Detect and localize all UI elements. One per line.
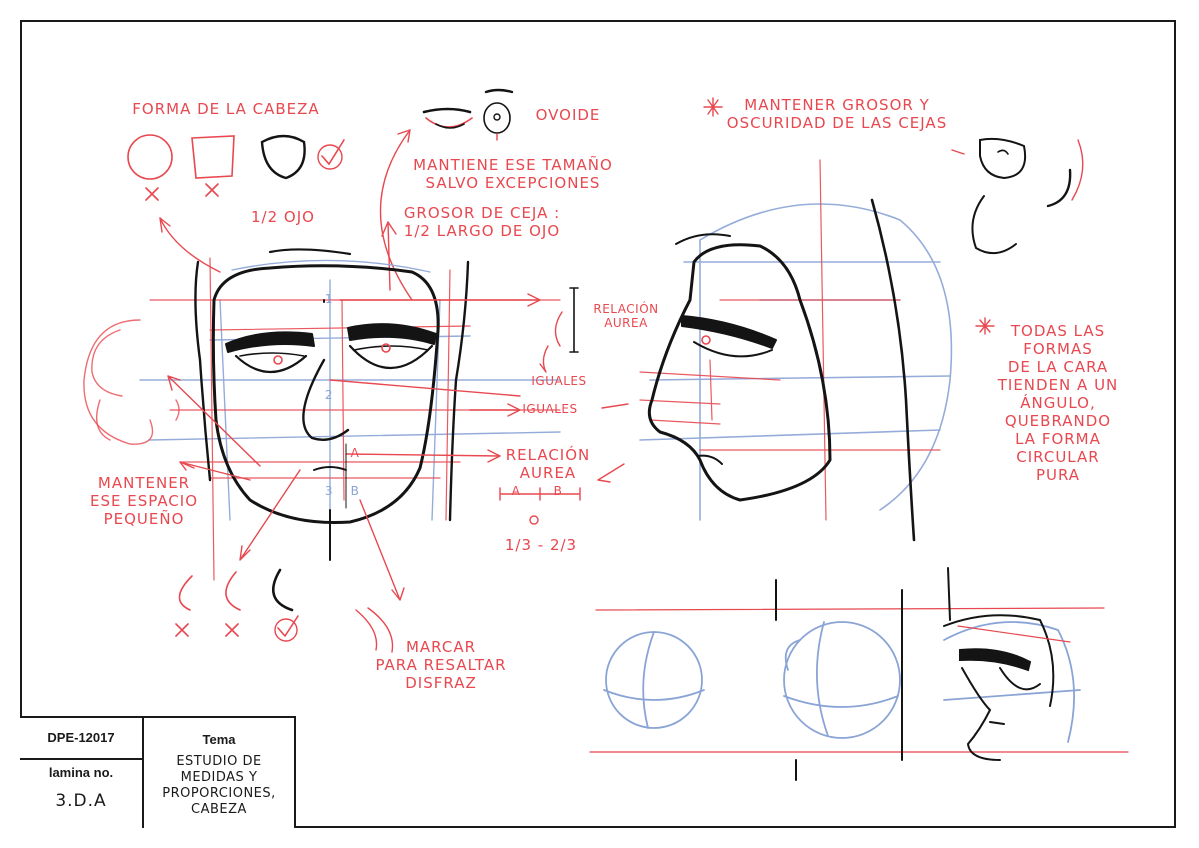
- profile-outline: [647, 243, 832, 502]
- head-shape-options: [127, 134, 345, 273]
- circle-shape: [127, 134, 173, 180]
- equal-label-2: IGUALES: [522, 402, 578, 416]
- keep-brows-label: MANTENER GROSOR Y OSCURIDAD DE LAS CEJAS: [726, 96, 948, 132]
- third-ratio-label: 1/3 - 2/3: [504, 536, 578, 554]
- sheet-code: DPE-12017: [20, 718, 144, 760]
- theme-text: ESTUDIO DE MEDIDAS Y PROPORCIONES, CABEZ…: [162, 754, 276, 817]
- measure-letter-b: B: [350, 484, 360, 498]
- ratio-b-label: B: [553, 484, 563, 498]
- ratio-a-label: A: [511, 484, 521, 498]
- asterisk-icon: [703, 97, 995, 335]
- profile-brow: [681, 315, 777, 349]
- front-head-outline: [211, 264, 440, 524]
- golden-ratio-mid-label: RELACIÓN AUREA: [505, 446, 591, 482]
- brow-thickness-label: GROSOR DE CEJA : 1/2 LARGO DE OJO: [403, 204, 561, 240]
- theme-label: Tema: [202, 732, 236, 747]
- title-block: DPE-12017 lamina no. 3.D.A Tema ESTUDIO …: [20, 716, 296, 828]
- chin-studies: [175, 568, 299, 642]
- eye-ovoid-study: [379, 88, 514, 301]
- chosen-shape: [260, 134, 306, 180]
- sheet-number: 3.D.A: [20, 786, 144, 828]
- equal-label-1: IGUALES: [531, 374, 587, 388]
- keep-space-label: MANTENER ESE ESPACIO PEQUEÑO: [89, 474, 199, 528]
- left-brow: [225, 331, 315, 353]
- measure-number-3: 3: [324, 484, 334, 498]
- measure-letter-a: A: [350, 446, 360, 460]
- sheet-number-label: lamina no.: [20, 760, 144, 786]
- square-shape: [191, 135, 235, 179]
- brow-detail-sketch: [703, 97, 1084, 335]
- profile-head: [597, 159, 953, 542]
- measure-number-1: 1: [324, 292, 334, 306]
- keep-size-label: MANTIENE ESE TAMAÑO SALVO EXCEPCIONES: [413, 156, 613, 192]
- right-brow: [347, 323, 437, 345]
- half-eye-label: 1/2 OJO: [251, 208, 315, 226]
- head-shape-label: FORMA DE LA CABEZA: [132, 100, 320, 118]
- sheet-border: [20, 20, 1176, 828]
- mark-highlight-label: MARCAR PARA RESALTAR DISFRAZ: [375, 638, 507, 692]
- sphere-studies: [589, 567, 1129, 781]
- measure-number-2: 2: [324, 388, 334, 402]
- golden-ratio-top-label: RELACIÓN AUREA: [593, 302, 659, 330]
- all-shapes-label: TODAS LAS FORMAS DE LA CARA TIENDEN A UN…: [997, 322, 1119, 484]
- front-annotations: [83, 287, 581, 653]
- check-mark-circle: [317, 144, 343, 170]
- ovoid-label: OVOIDE: [535, 106, 601, 124]
- front-head: [139, 248, 561, 581]
